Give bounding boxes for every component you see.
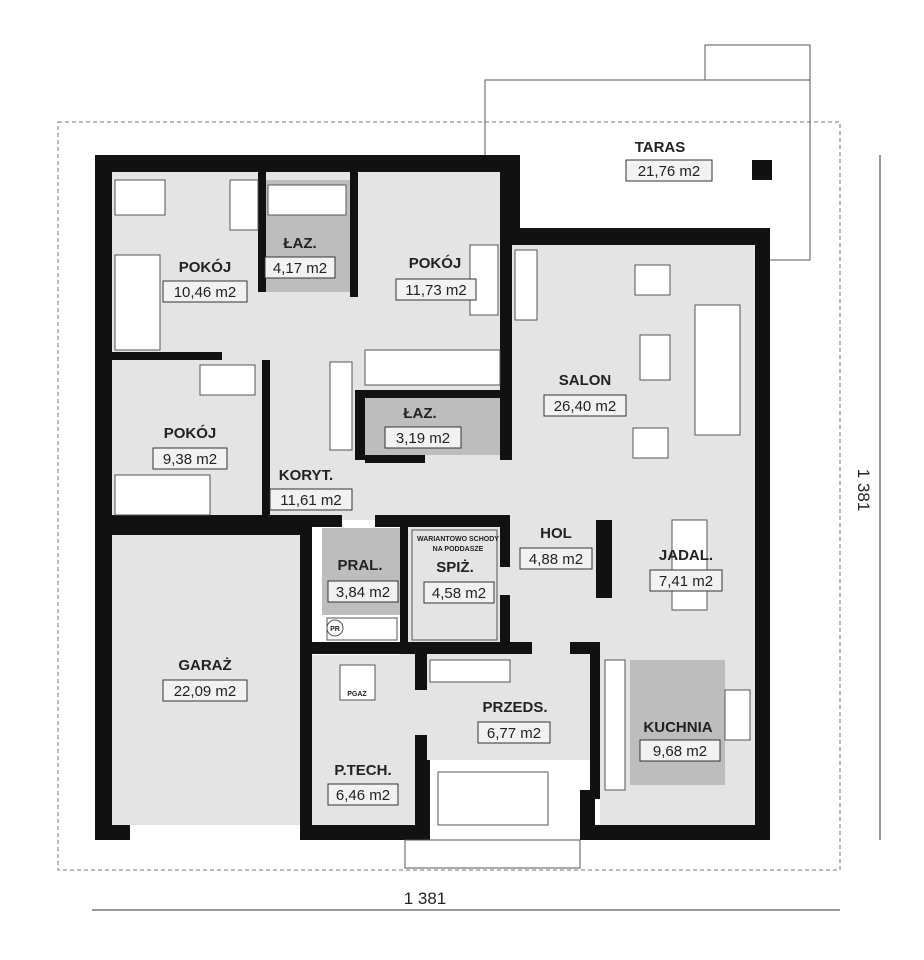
- walls: [95, 155, 770, 840]
- hol-area: 4,88 m2: [529, 551, 583, 568]
- height-dimension: 1 381: [854, 469, 873, 512]
- pgaz-label: PGAZ: [347, 691, 367, 698]
- hol-name: HOL: [540, 525, 572, 542]
- salon-area: 26,40 m2: [554, 398, 617, 415]
- pokoj2-area: 11,73 m2: [405, 282, 466, 299]
- furniture: [114, 179, 751, 869]
- stairs-note-2: NA PODDASZE: [433, 546, 484, 553]
- ptech-name: P.TECH.: [334, 762, 391, 779]
- pral-area: 3,84 m2: [336, 584, 390, 601]
- roof-outline: [57, 121, 841, 871]
- pokoj1-name: POKÓJ: [179, 258, 232, 276]
- ptech-area: 6,46 m2: [336, 787, 390, 804]
- laz2-area: 3,19 m2: [396, 430, 450, 447]
- pokoj3-area: 9,38 m2: [163, 451, 217, 468]
- pokoj1-area: 10,46 m2: [174, 284, 237, 301]
- room-labels: TARAS 21,76 m2 POKÓJ 10,46 m2 ŁAZ. 4,17 …: [152, 139, 723, 806]
- garaz-area: 22,09 m2: [174, 683, 237, 700]
- width-dimension: 1 381: [404, 889, 447, 908]
- stairs-note-1: WARIANTOWO SCHODY: [417, 536, 499, 543]
- spiz-area: 4,58 m2: [432, 585, 486, 602]
- pokoj2-name: POKÓJ: [409, 254, 462, 272]
- kuchnia-area: 9,68 m2: [653, 743, 707, 760]
- laz1-name: ŁAZ.: [283, 235, 316, 252]
- salon-name: SALON: [559, 372, 612, 389]
- koryt-name: KORYT.: [279, 467, 333, 484]
- taras-area: 21,76 m2: [638, 163, 701, 180]
- laz1-area: 4,17 m2: [273, 260, 327, 277]
- dimensions: 1 381 1 381: [92, 155, 881, 911]
- spiz-name: SPIŻ.: [436, 559, 474, 576]
- laz2-name: ŁAZ.: [403, 405, 436, 422]
- taras-name: TARAS: [635, 139, 686, 156]
- pral-name: PRAL.: [338, 557, 383, 574]
- pokoj3-name: POKÓJ: [164, 424, 217, 442]
- column: [752, 160, 772, 180]
- kuchnia-name: KUCHNIA: [643, 719, 712, 736]
- koryt-area: 11,61 m2: [280, 492, 341, 509]
- jadal-area: 7,41 m2: [659, 573, 713, 590]
- jadal-name: JADAL.: [659, 547, 713, 564]
- przeds-area: 6,77 m2: [487, 725, 541, 742]
- pr-label: PR: [330, 626, 340, 633]
- garaz-name: GARAŻ: [178, 657, 231, 674]
- przeds-name: PRZEDS.: [482, 699, 547, 716]
